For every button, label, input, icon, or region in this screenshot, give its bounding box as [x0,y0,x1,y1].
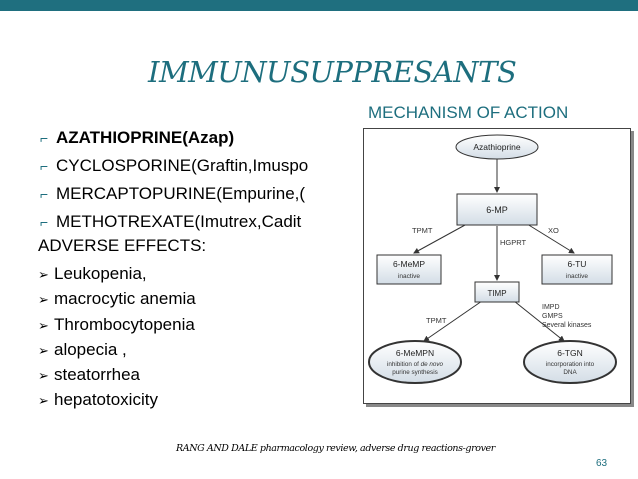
six-tgn-sub-2: DNA [563,369,577,376]
tpmt-label-2: TPMT [426,316,447,325]
corner-bullet-icon: ⌐ [40,158,49,174]
adverse-item: ➢ steatorrhea [38,365,140,387]
adverse-heading: ADVERSE EFFECTS: [38,236,207,255]
six-tgn-node [523,340,617,384]
corner-bullet-icon: ⌐ [40,186,49,202]
six-tgn-label: 6-TGN [557,348,583,358]
six-memp-label: 6-MeMP [393,259,425,269]
drug-label: AZATHIOPRINE(Azap) [56,128,235,147]
six-memp-node [376,254,442,285]
top-accent-bar [0,0,638,11]
adverse-label: hepatotoxicity [54,390,158,409]
drug-label: METHOTREXATE(Imutrex,Cadit [56,212,302,231]
adverse-item: ➢ macrocytic anemia [38,289,196,311]
timp-node [474,281,520,303]
arrow-bullet-icon: ➢ [38,343,49,358]
arrow-bullet-icon: ➢ [38,267,49,282]
pathway-svg: Azathioprine 6-MP TPMT HGPRT XO 6-MeMP i… [368,134,617,384]
six-tu-node [541,254,613,285]
adverse-label: steatorrhea [54,365,140,384]
corner-bullet-icon: ⌐ [40,214,49,230]
mechanism-diagram: Azathioprine 6-MP TPMT HGPRT XO 6-MeMP i… [363,128,631,404]
six-mp-node [456,193,538,226]
six-tu-sub: inactive [566,273,588,280]
arrow-bullet-icon: ➢ [38,318,49,333]
mechanism-heading: MECHANISM OF ACTION [368,103,569,122]
slide-title: IMMUNUSUPPRESANTS [148,55,517,89]
timp-label: TIMP [487,289,506,298]
drug-label: MERCAPTOPURINE(Empurine,( [56,184,306,203]
kinases-label: Several kinases [542,322,592,329]
six-mempn-sub-2: purine synthesis [392,369,438,376]
impd-label: IMPD [542,304,560,311]
gmps-label: GMPS [542,313,563,320]
adverse-item: ➢ Thrombocytopenia [38,315,195,337]
adverse-label: Thrombocytopenia [54,315,195,334]
six-mempn-label: 6-MeMPN [396,348,434,358]
six-mp-label: 6-MP [486,205,508,215]
six-mempn-sub-1: inhibition of de novo [387,361,444,368]
adverse-label: macrocytic anemia [54,289,196,308]
drug-item: ⌐ MERCAPTOPURINE(Empurine,( [40,184,305,206]
adverse-label: alopecia , [54,340,127,359]
adverse-item: ➢ alopecia , [38,340,127,362]
six-tu-label: 6-TU [568,259,587,269]
azathioprine-node [455,134,539,160]
six-memp-sub: inactive [398,273,420,280]
arrow-bullet-icon: ➢ [38,292,49,307]
adverse-item: ➢ Leukopenia, [38,264,147,286]
arrow-timp-to-6tgn [513,300,565,342]
xo-label: XO [548,226,559,235]
six-mempn-node [368,340,462,384]
arrow-bullet-icon: ➢ [38,368,49,383]
drug-item: ⌐ CYCLOSPORINE(Graftin,Imuspo [40,156,308,178]
six-tgn-sub-1: incorporation into [546,361,595,368]
drug-label: CYCLOSPORINE(Graftin,Imuspo [56,156,309,175]
corner-bullet-icon: ⌐ [40,130,49,146]
tpmt-label-1: TPMT [412,226,433,235]
drug-item: ⌐ AZATHIOPRINE(Azap) [40,128,234,150]
page-number: 63 [596,458,608,469]
drug-item: ⌐ METHOTREXATE(Imutrex,Cadit [40,212,301,234]
arrow-bullet-icon: ➢ [38,393,49,408]
arrow-timp-to-6mempn [423,300,483,342]
footer-reference: RANG AND DALE pharmacology review, adver… [176,443,495,454]
adverse-item: ➢ hepatotoxicity [38,390,158,412]
hgprt-label: HGPRT [500,238,527,247]
azathioprine-label: Azathioprine [473,142,521,152]
adverse-label: Leukopenia, [54,264,147,283]
